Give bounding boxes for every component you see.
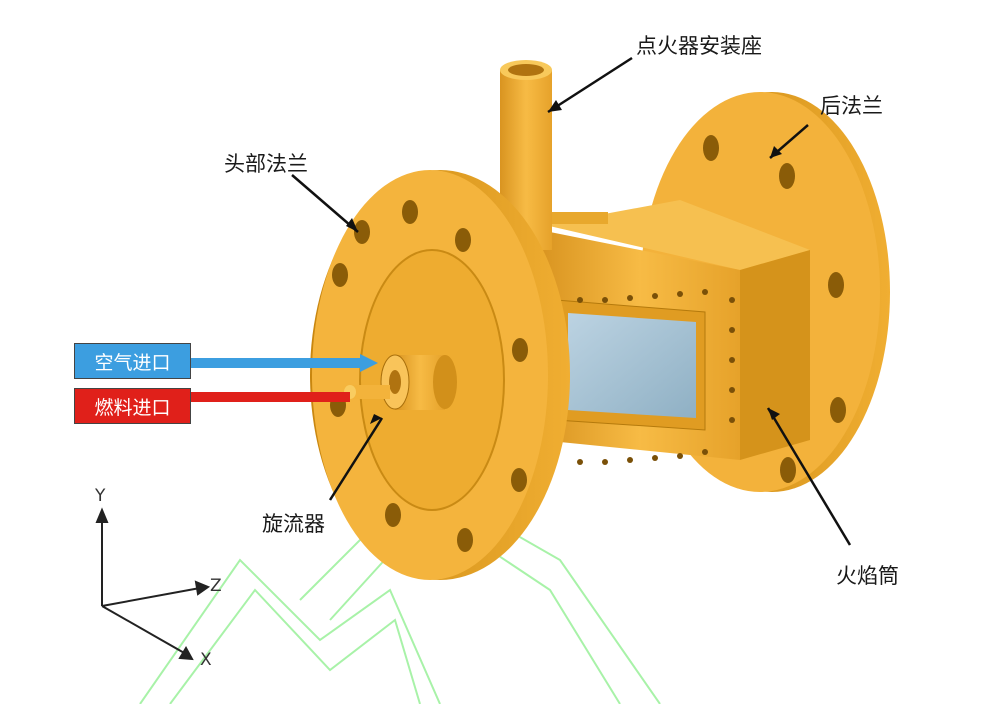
leader-igniter (547, 56, 633, 114)
flame-tube-box (540, 200, 810, 465)
bolt-hole (402, 200, 418, 224)
fuel-inlet-pipe (190, 392, 350, 402)
fuel-inlet-tag: 燃料进口 (74, 388, 191, 424)
bolt-hole (779, 163, 795, 189)
bolt-hole (512, 338, 528, 362)
label-rear-flange: 后法兰 (820, 94, 883, 118)
bolt-hole (511, 468, 527, 492)
bolt-hole (455, 228, 471, 252)
bolt-hole (780, 457, 796, 483)
bolt-hole (332, 263, 348, 287)
axis-label-x: X (200, 650, 212, 670)
leader-swirler (328, 417, 384, 501)
air-inlet-pipe (190, 358, 365, 368)
label-flame-tube: 火焰筒 (836, 564, 899, 588)
air-arrowhead (360, 354, 378, 372)
leader-head-flange (291, 174, 359, 233)
label-head-flange: 头部法兰 (224, 152, 308, 176)
bolt-hole (828, 272, 844, 298)
bolt-hole (457, 528, 473, 552)
label-igniter-mount: 点火器安装座 (636, 34, 762, 58)
bolt-hole (830, 397, 846, 423)
swirler (344, 354, 457, 410)
coordinate-axes (95, 507, 211, 661)
label-swirler: 旋流器 (262, 512, 325, 536)
axis-label-z: Z (210, 576, 222, 596)
leader-lines (291, 56, 852, 546)
bolt-hole (385, 503, 401, 527)
observation-window (568, 313, 696, 418)
bolt-hole (703, 135, 719, 161)
leader-flame-tube (766, 407, 852, 546)
bolt-hole (354, 220, 370, 244)
air-inlet-tag: 空气进口 (74, 343, 191, 379)
axis-label-y: Y (95, 486, 106, 506)
